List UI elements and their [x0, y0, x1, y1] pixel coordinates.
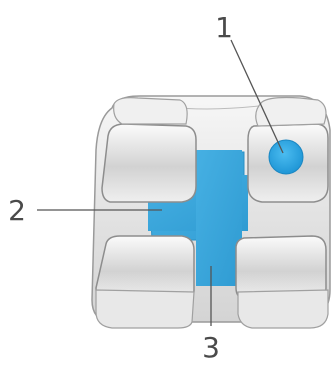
tie-wing-bottom-left: [96, 236, 194, 328]
tie-wing-bottom-right: [236, 236, 328, 328]
callout-3: 3: [202, 331, 220, 364]
callout-2: 2: [8, 194, 26, 227]
callout-1: 1: [215, 11, 233, 44]
color-dot: [269, 140, 303, 174]
tie-wing-top-left: [102, 98, 196, 202]
